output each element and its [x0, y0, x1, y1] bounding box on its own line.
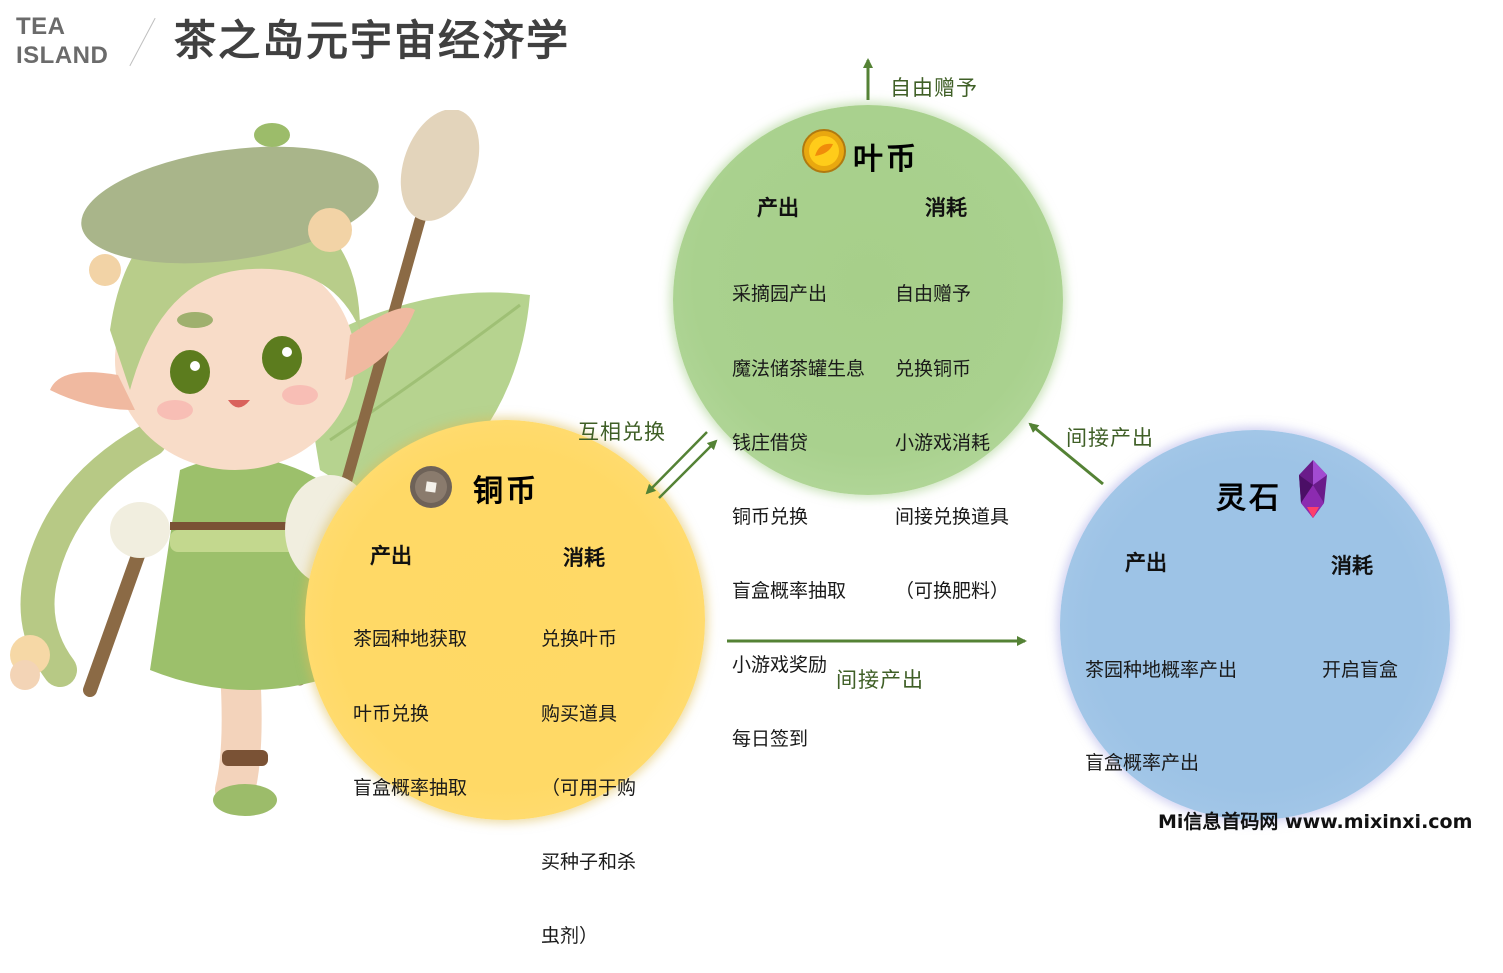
- copper-coin-output-list: 茶园种地获取 叶币兑换 盲盒概率抽取: [353, 578, 467, 825]
- copper-coin-title: 铜币: [473, 474, 539, 509]
- leaf-coin-circle: [673, 105, 1063, 495]
- brand-line-2: ISLAND: [16, 42, 109, 69]
- spirit-stone-circle: [1060, 430, 1450, 820]
- list-item: （可换肥料）: [895, 579, 1010, 602]
- list-item: 间接兑换道具: [895, 505, 1010, 528]
- list-item: 铜币兑换: [732, 505, 809, 528]
- spirit-stone-output-heading: 产出: [1125, 551, 1167, 575]
- brand-line-1: TEA: [16, 13, 66, 40]
- page-title: 茶之岛元宇宙经济学: [174, 16, 571, 65]
- copper-coin-output-heading: 产出: [370, 544, 412, 568]
- list-item: 茶园种地概率产出: [1085, 659, 1238, 681]
- leaf-coin-output-heading: 产出: [757, 196, 799, 220]
- list-item: 兑换叶币: [541, 628, 618, 651]
- list-item: 小游戏消耗: [895, 431, 991, 454]
- gold-coin-icon: [801, 128, 847, 178]
- list-item: 兑换铜币: [895, 357, 972, 380]
- spirit-stone-title: 灵石: [1216, 481, 1282, 516]
- copper-coin-circle: [305, 420, 705, 820]
- spirit-to-leaf-arrow: [1028, 422, 1104, 486]
- list-item: 茶园种地获取: [353, 628, 468, 651]
- list-item: 盲盒概率抽取: [353, 776, 468, 799]
- list-item: 自由赠予: [895, 283, 972, 306]
- spirit-stone-consume-list: 开启盲盒: [1322, 593, 1398, 717]
- list-item: 魔法储茶罐生息: [732, 357, 866, 380]
- copper-coin-consume-heading: 消耗: [563, 546, 605, 570]
- brand-logo: TEA ISLAND: [16, 12, 108, 70]
- list-item: 钱庄借贷: [732, 431, 809, 454]
- leaf-coin-consume-list: 自由赠予 兑换铜币 小游戏消耗 间接兑换道具 （可换肥料）: [895, 233, 1009, 628]
- indirect-output-spirit-label: 间接产出: [836, 668, 924, 692]
- list-item: 叶币兑换: [353, 702, 430, 725]
- list-item: 虫剂）: [541, 924, 599, 947]
- mutual-exchange-label: 互相兑换: [578, 420, 666, 444]
- watermark: Mi信息首码网 www.mixinxi.com: [1158, 811, 1473, 833]
- copper-coin-consume-list: 兑换叶币 购买道具 （可用于购 买种子和杀 虫剂）: [541, 578, 636, 973]
- leaf-coin-consume-heading: 消耗: [925, 196, 967, 220]
- free-gift-label: 自由赠予: [890, 76, 978, 100]
- list-item: （可用于购: [541, 776, 637, 799]
- list-item: 每日签到: [732, 728, 809, 751]
- exchange-arrow-to-copper: [645, 431, 708, 495]
- spirit-stone-output-list: 茶园种地概率产出 盲盒概率产出: [1085, 593, 1237, 810]
- list-item: 开启盲盒: [1322, 659, 1399, 681]
- copper-coin-icon: [409, 465, 453, 513]
- leaf-coin-output-list: 采摘园产出 魔法储茶罐生息 钱庄借贷 铜币兑换 盲盒概率抽取 小游戏奖励 每日签…: [732, 233, 865, 776]
- flow-arrows: [645, 58, 1104, 646]
- indirect-output-leaf-label: 间接产出: [1066, 426, 1154, 450]
- purple-crystal-icon: [1297, 459, 1329, 523]
- list-item: 盲盒概率抽取: [732, 579, 847, 602]
- list-item: 采摘园产出: [732, 283, 828, 306]
- list-item: 买种子和杀: [541, 850, 637, 873]
- list-item: 小游戏奖励: [732, 653, 828, 676]
- spirit-stone-consume-heading: 消耗: [1331, 554, 1373, 578]
- list-item: 盲盒概率产出: [1085, 752, 1200, 774]
- list-item: 购买道具: [541, 702, 618, 725]
- leaf-coin-title: 叶币: [853, 142, 919, 177]
- exchange-arrow-to-leaf: [658, 439, 718, 499]
